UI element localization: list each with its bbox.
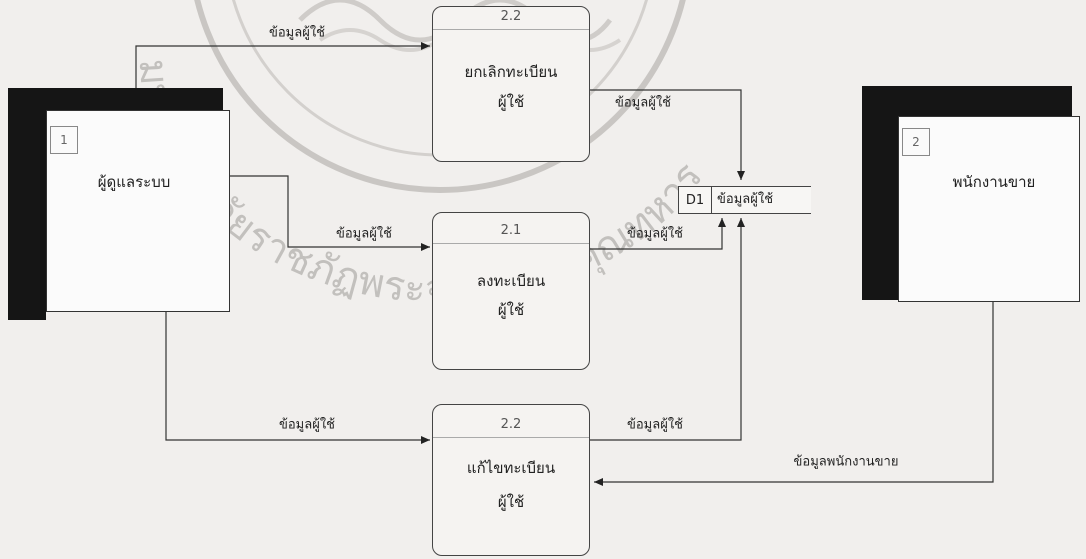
flow-admin-register [228, 175, 430, 251]
entity-admin-name: ผู้ดูแลระบบ [97, 173, 171, 191]
datastore-users: D1 ข้อมูลผู้ใช้ [678, 186, 811, 214]
flow-label-admin-register: ข้อมูลผู้ใช้ [335, 226, 393, 242]
process-cancel-line2: ผู้ใช้ [497, 93, 525, 111]
flow-label-cancel-store: ข้อมูลผู้ใช้ [614, 95, 672, 111]
entity-sales-name: พนักงานขาย [952, 173, 1036, 191]
entity-sales-shadow [862, 86, 898, 300]
flow-label-register-store: ข้อมูลผู้ใช้ [626, 226, 684, 242]
entity-sales-number: 2 [902, 128, 930, 156]
process-edit: 2.2 แก้ไขทะเบียน ผู้ใช้ [432, 404, 590, 556]
process-edit-id: 2.2 [433, 417, 589, 438]
flow-label-edit-store: ข้อมูลผู้ใช้ [626, 417, 684, 433]
flow-cancel-store [588, 89, 745, 180]
process-cancel-line1: ยกเลิกทะเบียน [464, 63, 558, 81]
process-register-id: 2.1 [433, 223, 589, 244]
flow-admin-cancel [135, 42, 430, 88]
flow-label-admin-edit: ข้อมูลผู้ใช้ [278, 417, 336, 433]
process-edit-line1: แก้ไขทะเบียน [466, 459, 556, 477]
process-cancel: 2.2 ยกเลิกทะเบียน ผู้ใช้ [432, 6, 590, 162]
process-register-line1: ลงทะเบียน [476, 272, 546, 290]
entity-admin-box [46, 110, 230, 312]
flow-register-store [588, 218, 726, 250]
flow-edit-store [588, 218, 745, 441]
flow-label-sales-edit: ข้อมูลพนักงานขาย [793, 454, 899, 470]
flow-sales-edit [594, 300, 994, 486]
entity-admin-number: 1 [50, 126, 78, 154]
datastore-id: D1 [679, 187, 712, 213]
process-edit-line2: ผู้ใช้ [497, 493, 525, 511]
process-cancel-id: 2.2 [433, 9, 589, 30]
flow-admin-edit [165, 310, 430, 444]
process-register: 2.1 ลงทะเบียน ผู้ใช้ [432, 212, 590, 370]
flow-label-admin-cancel: ข้อมูลผู้ใช้ [268, 25, 326, 41]
entity-admin-shadow [8, 88, 46, 320]
process-register-line2: ผู้ใช้ [497, 301, 525, 319]
datastore-name: ข้อมูลผู้ใช้ [717, 192, 774, 207]
entity-sales-box [898, 116, 1080, 302]
